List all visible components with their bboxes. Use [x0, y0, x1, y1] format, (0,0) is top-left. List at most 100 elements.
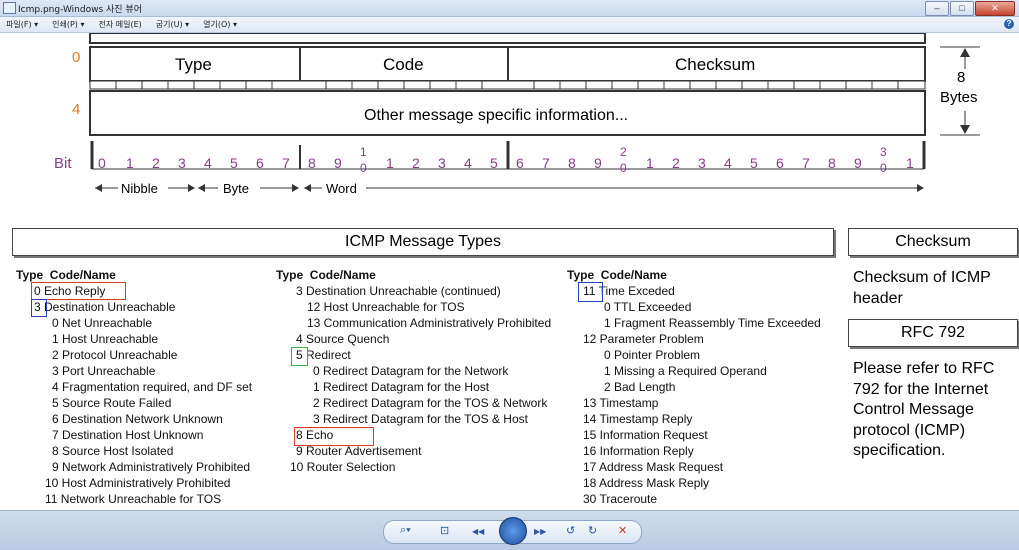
list-item: 13 Timestamp — [583, 396, 659, 410]
bit-number: 9 — [334, 155, 342, 171]
list-item: 1 Missing a Required Operand — [604, 364, 767, 378]
scale-nibble: Nibble — [121, 181, 158, 196]
minimize-button[interactable]: – — [925, 1, 949, 16]
maximize-button[interactable]: □ — [950, 1, 974, 16]
bit-number-ones: 0 — [620, 161, 627, 175]
column-header: Type Code/Name — [276, 268, 376, 282]
highlight-echo — [294, 427, 374, 446]
list-item: 3 Port Unreachable — [52, 364, 156, 378]
highlight-type-3 — [31, 299, 47, 317]
bit-label: Bit — [54, 155, 72, 172]
bit-number: 0 — [98, 155, 106, 171]
bit-number: 8 — [568, 155, 576, 171]
playback-controls: ⌕▾ ⊡ ◀◀ ▶▶ ↺ ↻ ✕ — [383, 517, 642, 545]
zoom-icon[interactable]: ⌕▾ — [400, 524, 411, 536]
fit-window-icon[interactable]: ⊡ — [440, 525, 450, 537]
icmp-header-diagram — [89, 33, 980, 192]
list-item: 7 Destination Host Unknown — [52, 428, 204, 442]
list-item: 9 Router Advertisement — [296, 444, 422, 458]
message-types-column-1: Type Code/Name 0 Echo Reply 3 Destinatio… — [16, 267, 252, 507]
window-title: Icmp.png-Windows 사진 뷰어 — [18, 5, 142, 15]
list-item: 4 Source Quench — [296, 332, 390, 346]
bit-number: 5 — [750, 155, 758, 171]
slideshow-button[interactable] — [499, 517, 527, 545]
menu-bar: 파일(F) ▾ 인쇄(P) ▾ 전자 메일(E) 굽기(U) ▾ 열기(O) ▾… — [0, 17, 1019, 33]
bit-number: 2 — [152, 155, 160, 171]
bit-number: 4 — [464, 155, 472, 171]
list-item: 16 Information Reply — [583, 444, 694, 458]
list-item: 2 Protocol Unreachable — [52, 348, 178, 362]
list-item: 0 Net Unreachable — [52, 316, 153, 330]
bit-number: 3 — [698, 155, 706, 171]
photo-viewer-icon — [3, 2, 16, 14]
list-item: 12 Parameter Problem — [583, 332, 704, 346]
list-item: 5 Redirect — [296, 348, 351, 362]
list-item: 4 Fragmentation required, and DF set — [52, 380, 253, 394]
list-item: 8 Source Host Isolated — [52, 444, 174, 458]
bit-number: 4 — [204, 155, 212, 171]
menu-file[interactable]: 파일(F) ▾ — [6, 20, 39, 29]
menu-burn[interactable]: 굽기(U) ▾ — [155, 20, 190, 29]
list-item: 0 Redirect Datagram for the Network — [313, 364, 509, 378]
bit-number: 8 — [828, 155, 836, 171]
bit-number: 1 — [126, 155, 134, 171]
bit-number: 1 — [646, 155, 654, 171]
menu-open[interactable]: 열기(O) ▾ — [203, 20, 237, 29]
highlight-type-5 — [291, 347, 308, 366]
rotate-right-icon[interactable]: ↻ — [588, 525, 598, 537]
bit-number: 3 — [178, 155, 186, 171]
list-item: 3 Redirect Datagram for the TOS & Host — [313, 412, 528, 426]
header-rfc: RFC 792 — [848, 319, 1018, 347]
delete-icon[interactable]: ✕ — [618, 525, 628, 537]
list-item: 0 Pointer Problem — [604, 348, 701, 362]
list-item: 13 Communication Administratively Prohib… — [307, 316, 552, 330]
row-offset-4: 4 — [72, 101, 81, 118]
bit-number: 6 — [516, 155, 524, 171]
size-label-number: 8 — [957, 69, 966, 86]
bit-number: 1 — [386, 155, 394, 171]
next-icon[interactable]: ▶▶ — [534, 527, 547, 536]
column-header: Type Code/Name — [16, 268, 116, 282]
bit-number: 7 — [802, 155, 810, 171]
previous-icon[interactable]: ◀◀ — [472, 527, 485, 536]
menu-email[interactable]: 전자 메일(E) — [98, 20, 142, 29]
bit-number: 6 — [256, 155, 264, 171]
bit-number: 9 — [854, 155, 862, 171]
list-item: 2 Redirect Datagram for the TOS & Networ… — [313, 396, 548, 410]
row-offset-0: 0 — [72, 49, 81, 66]
bit-number-ones: 0 — [880, 161, 887, 175]
menu-print[interactable]: 인쇄(P) ▾ — [52, 20, 85, 29]
bit-number-tens: 2 — [620, 145, 627, 159]
list-item: 1 Fragment Reassembly Time Exceeded — [604, 316, 821, 330]
list-item: 0 Echo Reply — [34, 284, 106, 298]
bit-number: 2 — [672, 155, 680, 171]
close-button[interactable]: ✕ — [975, 1, 1015, 16]
list-item: 0 TTL Exceeded — [604, 300, 692, 314]
scale-word: Word — [326, 181, 357, 196]
bit-number: 1 — [906, 155, 914, 171]
bit-number: 5 — [490, 155, 498, 171]
highlight-type-11 — [578, 282, 603, 302]
bit-number: 6 — [776, 155, 784, 171]
list-item: 8 Echo — [296, 428, 334, 442]
message-types-column-3: Type Code/Name 11 Time Exceded 0 TTL Exc… — [567, 267, 821, 507]
message-types-column-2: Type Code/Name 3 Destination Unreachable… — [276, 267, 551, 475]
image-canvas: 0 4 Type Code Checksum Other message spe… — [0, 33, 1019, 510]
field-type: Type — [175, 55, 212, 74]
highlight-echo-reply — [31, 282, 126, 300]
list-item: 2 Bad Length — [604, 380, 676, 394]
list-item: 5 Source Route Failed — [52, 396, 172, 410]
help-icon[interactable]: ? — [1004, 19, 1014, 29]
scale-byte: Byte — [223, 181, 250, 196]
rotate-left-icon[interactable]: ↺ — [566, 525, 576, 537]
list-item: 3 Destination Unreachable — [34, 300, 176, 314]
field-checksum: Checksum — [675, 55, 756, 74]
field-code: Code — [383, 55, 424, 74]
list-item: 11 Time Exceded — [583, 284, 675, 298]
field-other-info: Other message specific information... — [364, 107, 629, 124]
bit-number: 4 — [724, 155, 732, 171]
bit-number: 7 — [542, 155, 550, 171]
list-item: 10 Router Selection — [290, 460, 396, 474]
header-icmp-message-types: ICMP Message Types — [12, 228, 834, 256]
bit-number: 2 — [412, 155, 420, 171]
